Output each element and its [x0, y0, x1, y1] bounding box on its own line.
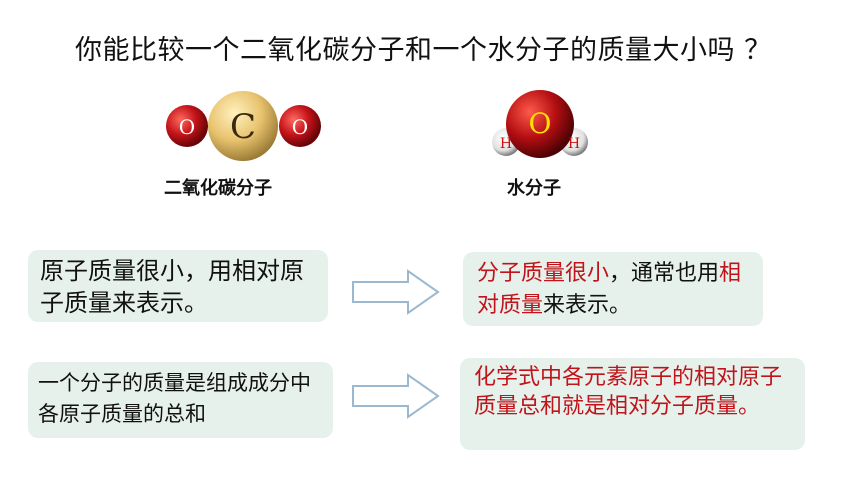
water-o-label: O — [529, 107, 552, 140]
atomic-mass-box: 原子质量很小，用相对原子质量来表示。 — [28, 250, 328, 322]
oxygen-atom-right — [279, 105, 321, 147]
molecular-mass-text: 分子质量很小，通常也用相对质量来表示。 — [477, 258, 749, 322]
oxygen-atom-left — [166, 105, 208, 147]
relative-molecular-mass-box: 化学式中各元素原子的相对原子质量总和就是相对分子质量。 — [460, 358, 805, 450]
water-left-h-label: H — [500, 136, 512, 152]
relative-mass-highlight: 相对质量 — [477, 261, 742, 318]
co2-right-o-label: O — [292, 115, 308, 139]
water-molecule-illustration: O H H — [492, 90, 588, 158]
water-right-h-label: H — [568, 136, 580, 152]
page-title: 你能比较一个二氧化碳分子和一个水分子的质量大小吗 ？ — [75, 35, 772, 66]
water-caption: 水分子 — [507, 178, 561, 199]
arrow-right-icon — [352, 269, 440, 315]
molecule-sum-text: 一个分子的质量是组成成分中各原子质量的总和 — [38, 371, 311, 426]
atomic-mass-text: 原子质量很小，用相对原子质量来表示。 — [40, 257, 304, 317]
arrow-right-icon-2 — [352, 373, 440, 419]
molecular-mass-normal-1: ，通常也用 — [609, 261, 720, 286]
carbon-atom — [208, 91, 278, 161]
relative-molecular-mass-text: 化学式中各元素原子的相对原子质量总和就是相对分子质量。 — [474, 365, 783, 419]
co2-caption: 二氧化碳分子 — [164, 178, 272, 199]
molecular-mass-box: 分子质量很小，通常也用相对质量来表示。 — [463, 252, 763, 326]
molecule-sum-box: 一个分子的质量是组成成分中各原子质量的总和 — [28, 362, 333, 438]
co2-c-label: C — [230, 107, 256, 147]
water-oxygen-atom — [506, 90, 574, 158]
co2-left-o-label: O — [179, 115, 195, 139]
molecular-mass-highlight: 分子质量很小 — [477, 261, 610, 286]
co2-molecule-illustration: O C O — [166, 91, 321, 161]
molecular-mass-normal-2: 来表示。 — [543, 293, 632, 318]
